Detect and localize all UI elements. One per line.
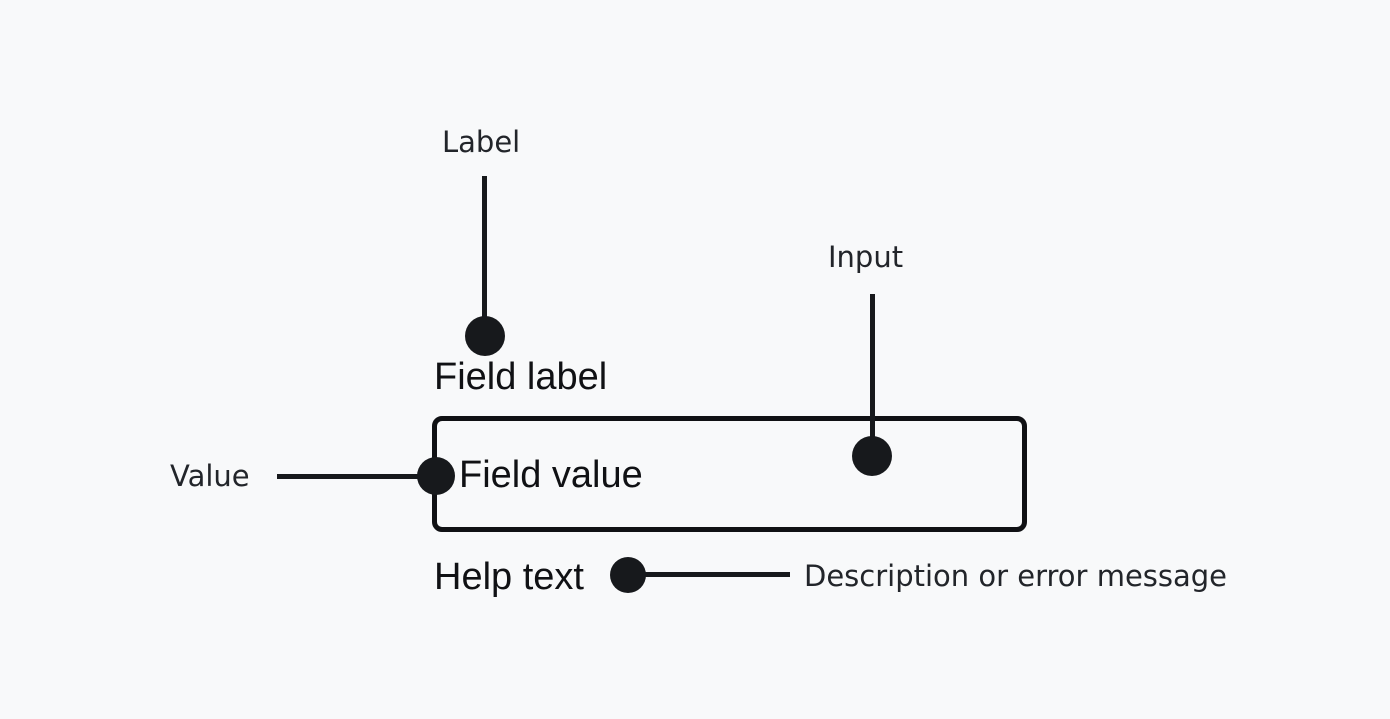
input-connector-dot-icon — [852, 436, 892, 476]
input-annotation: Input — [828, 240, 904, 274]
help-text: Help text — [434, 556, 584, 598]
field-value-text: Field value — [459, 454, 643, 496]
field-label-text: Field label — [434, 356, 608, 398]
value-connector-line — [277, 474, 437, 479]
value-annotation: Value — [170, 459, 250, 493]
value-connector-dot-icon — [417, 457, 455, 495]
label-annotation: Label — [442, 125, 521, 159]
help-connector-line — [626, 572, 790, 577]
description-annotation: Description or error message — [804, 559, 1228, 593]
label-connector-dot-icon — [465, 316, 505, 356]
label-connector-line — [482, 176, 487, 324]
input-connector-line — [870, 294, 875, 444]
